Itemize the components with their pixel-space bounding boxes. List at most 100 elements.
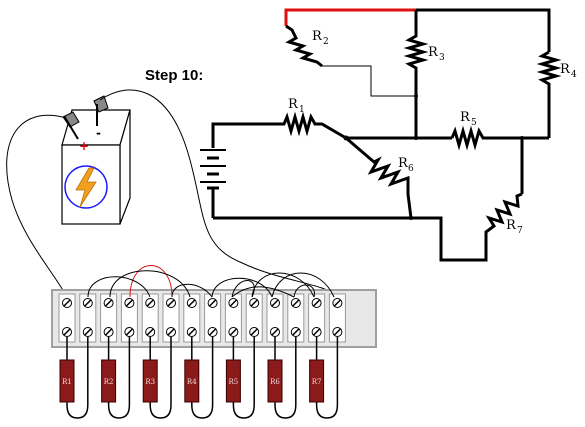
resistor-r1	[278, 111, 347, 140]
resistor-label: R7	[312, 378, 322, 386]
negative-sign: -	[96, 126, 101, 140]
screw-slot	[229, 328, 237, 336]
resistor-label: R1	[62, 378, 72, 386]
screw-slot	[229, 299, 237, 307]
screw-slot	[209, 299, 217, 307]
resistor-body	[59, 359, 75, 403]
screw-slot	[313, 299, 321, 307]
screw-slot	[125, 328, 133, 336]
resistor-label: R5	[229, 378, 239, 386]
screw-slot	[125, 299, 133, 307]
jumper-wire	[171, 283, 213, 298]
resistor-lead	[191, 337, 214, 419]
screw-slot	[105, 299, 113, 307]
junction-dot	[414, 94, 418, 98]
jumper-wire	[211, 277, 273, 298]
label-r7-letter: R	[506, 218, 517, 233]
jumper-wire	[271, 272, 335, 298]
screw-slot	[84, 299, 92, 307]
resistor-body	[309, 359, 325, 403]
resistor-r3	[403, 10, 429, 138]
screw-slot	[167, 299, 175, 307]
label-r1-sub: 1	[299, 105, 305, 115]
wire-r2-thin	[322, 65, 416, 97]
battery-symbol	[200, 122, 278, 218]
screw-slot	[271, 328, 279, 336]
junction-dot	[414, 136, 418, 140]
label-r6-letter: R	[398, 156, 409, 171]
jumper-wire	[87, 276, 151, 298]
wire-red-top	[284, 8, 416, 26]
jumper-wire	[231, 280, 255, 298]
label-r2-letter: R	[312, 29, 323, 44]
screw-slot	[146, 328, 154, 336]
battery-pictorial: + -	[61, 95, 131, 225]
resistor-lead	[232, 337, 255, 419]
resistor-lead	[274, 337, 297, 419]
resistor-label: R6	[270, 378, 280, 386]
junction-dot	[520, 136, 524, 140]
step-title: Step 10:	[145, 67, 203, 84]
label-r6-sub: 6	[408, 164, 414, 174]
resistor-lead	[66, 337, 89, 419]
lead-wire-positive	[6, 114, 68, 298]
label-r3-letter: R	[428, 45, 439, 60]
resistor-lead	[315, 337, 339, 419]
strip-resistors: R1 R2 R3 R4 R5 R6 R7	[59, 337, 339, 419]
resistor-label: R3	[145, 378, 155, 386]
screw-slot	[333, 299, 341, 307]
screw-slot	[84, 328, 92, 336]
screw-slot	[167, 328, 175, 336]
label-r2-sub: 2	[323, 37, 329, 47]
resistor-r5	[450, 125, 549, 151]
screw-slot	[188, 328, 196, 336]
screw-slot	[146, 299, 154, 307]
label-r5-sub: 5	[471, 118, 477, 128]
resistor-label: R2	[104, 378, 114, 386]
screw-slot	[250, 328, 258, 336]
screw-slot	[188, 299, 196, 307]
junction-dot	[409, 216, 413, 220]
resistor-body	[101, 359, 117, 403]
screw-slot	[271, 299, 279, 307]
junction-dot	[343, 135, 349, 141]
screw-slot	[63, 328, 71, 336]
resistor-r2	[285, 24, 323, 68]
resistor-body	[142, 359, 158, 403]
resistor-label: R4	[187, 378, 197, 386]
lightning-icon	[75, 167, 97, 208]
label-r3-sub: 3	[439, 53, 445, 63]
wire-top-right	[416, 8, 551, 52]
resistor-body	[225, 359, 241, 403]
resistor-body	[267, 359, 283, 403]
screw-slot	[313, 328, 321, 336]
resistor-r7	[411, 192, 523, 262]
label-r1-letter: R	[288, 97, 299, 112]
schematic: R 1 R 6 R 5 R 2 R 3 R 4 R 7	[200, 8, 577, 262]
label-r4-letter: R	[560, 62, 571, 77]
resistor-lead	[149, 337, 172, 419]
lead-wire-negative	[99, 89, 341, 298]
screw-slot	[209, 328, 217, 336]
screw-slot	[292, 299, 300, 307]
positive-sign: +	[79, 139, 89, 153]
jumper-wire	[231, 286, 295, 298]
screw-slot	[63, 299, 71, 307]
label-r5-letter: R	[460, 110, 471, 125]
label-r4-sub: 4	[571, 70, 577, 80]
jumper-wire-red	[129, 265, 173, 298]
screw-slot	[333, 328, 341, 336]
label-r7-sub: 7	[517, 226, 523, 236]
alligator-clip-positive	[62, 111, 80, 140]
screw-slot	[250, 299, 258, 307]
jumper-wire	[251, 272, 315, 298]
jumper-wire	[293, 284, 315, 298]
resistor-lead	[107, 337, 131, 419]
resistor-r6	[345, 136, 413, 219]
screw-slot	[105, 328, 113, 336]
screw-slot	[292, 328, 300, 336]
jumper-wire	[109, 270, 191, 298]
alligator-clip-negative	[93, 95, 109, 126]
resistor-r4	[536, 50, 562, 138]
